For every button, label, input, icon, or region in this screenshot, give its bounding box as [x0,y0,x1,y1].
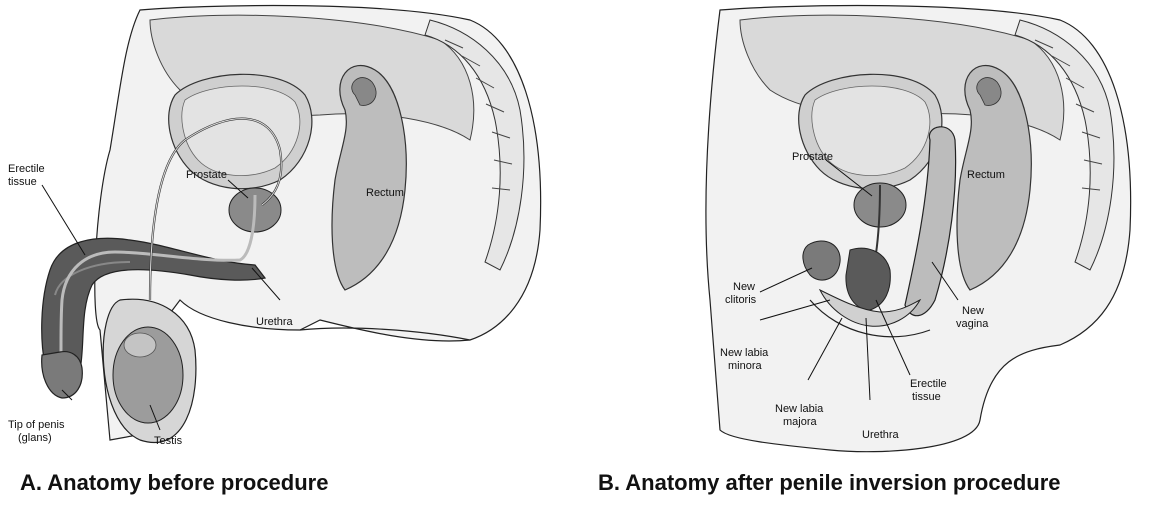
label-new-labia-minora-1: New labia [720,347,769,359]
label-tip-of-penis-1: Tip of penis [8,419,65,431]
label-new-clitoris-2: clitoris [725,294,757,306]
label-new-clitoris-1: New [733,281,755,293]
label-urethra: Urethra [256,316,294,328]
label-rectum: Rectum [366,187,404,199]
label-new-labia-majora-2: majora [783,416,818,428]
label-prostate: Prostate [186,169,227,181]
label-new-labia-minora-2: minora [728,360,763,372]
label-rectum: Rectum [967,169,1005,181]
erectile-tissue [846,248,890,310]
panel-anatomy-after: Prostate Rectum New clitoris New labia m… [580,0,1159,520]
label-erectile-tissue-1: Erectile [910,378,947,390]
label-erectile-tissue-1: Erectile [8,163,45,175]
label-urethra: Urethra [862,429,900,441]
label-new-vagina-2: vagina [956,318,989,330]
caption-after: B. Anatomy after penile inversion proced… [598,470,1061,496]
panel-anatomy-before: Erectile tissue Prostate Rectum Urethra … [0,0,560,520]
label-testis: Testis [154,435,183,447]
label-prostate: Prostate [792,151,833,163]
label-new-vagina-1: New [962,305,984,317]
glans [42,352,83,398]
label-tip-of-penis-2: (glans) [18,432,52,444]
illustration-after: Prostate Rectum New clitoris New labia m… [580,0,1159,470]
illustration-before: Erectile tissue Prostate Rectum Urethra … [0,0,560,470]
label-erectile-tissue-2: tissue [8,176,37,188]
caption-before: A. Anatomy before procedure [20,470,328,496]
label-erectile-tissue-2: tissue [912,391,941,403]
label-new-labia-majora-1: New labia [775,403,824,415]
